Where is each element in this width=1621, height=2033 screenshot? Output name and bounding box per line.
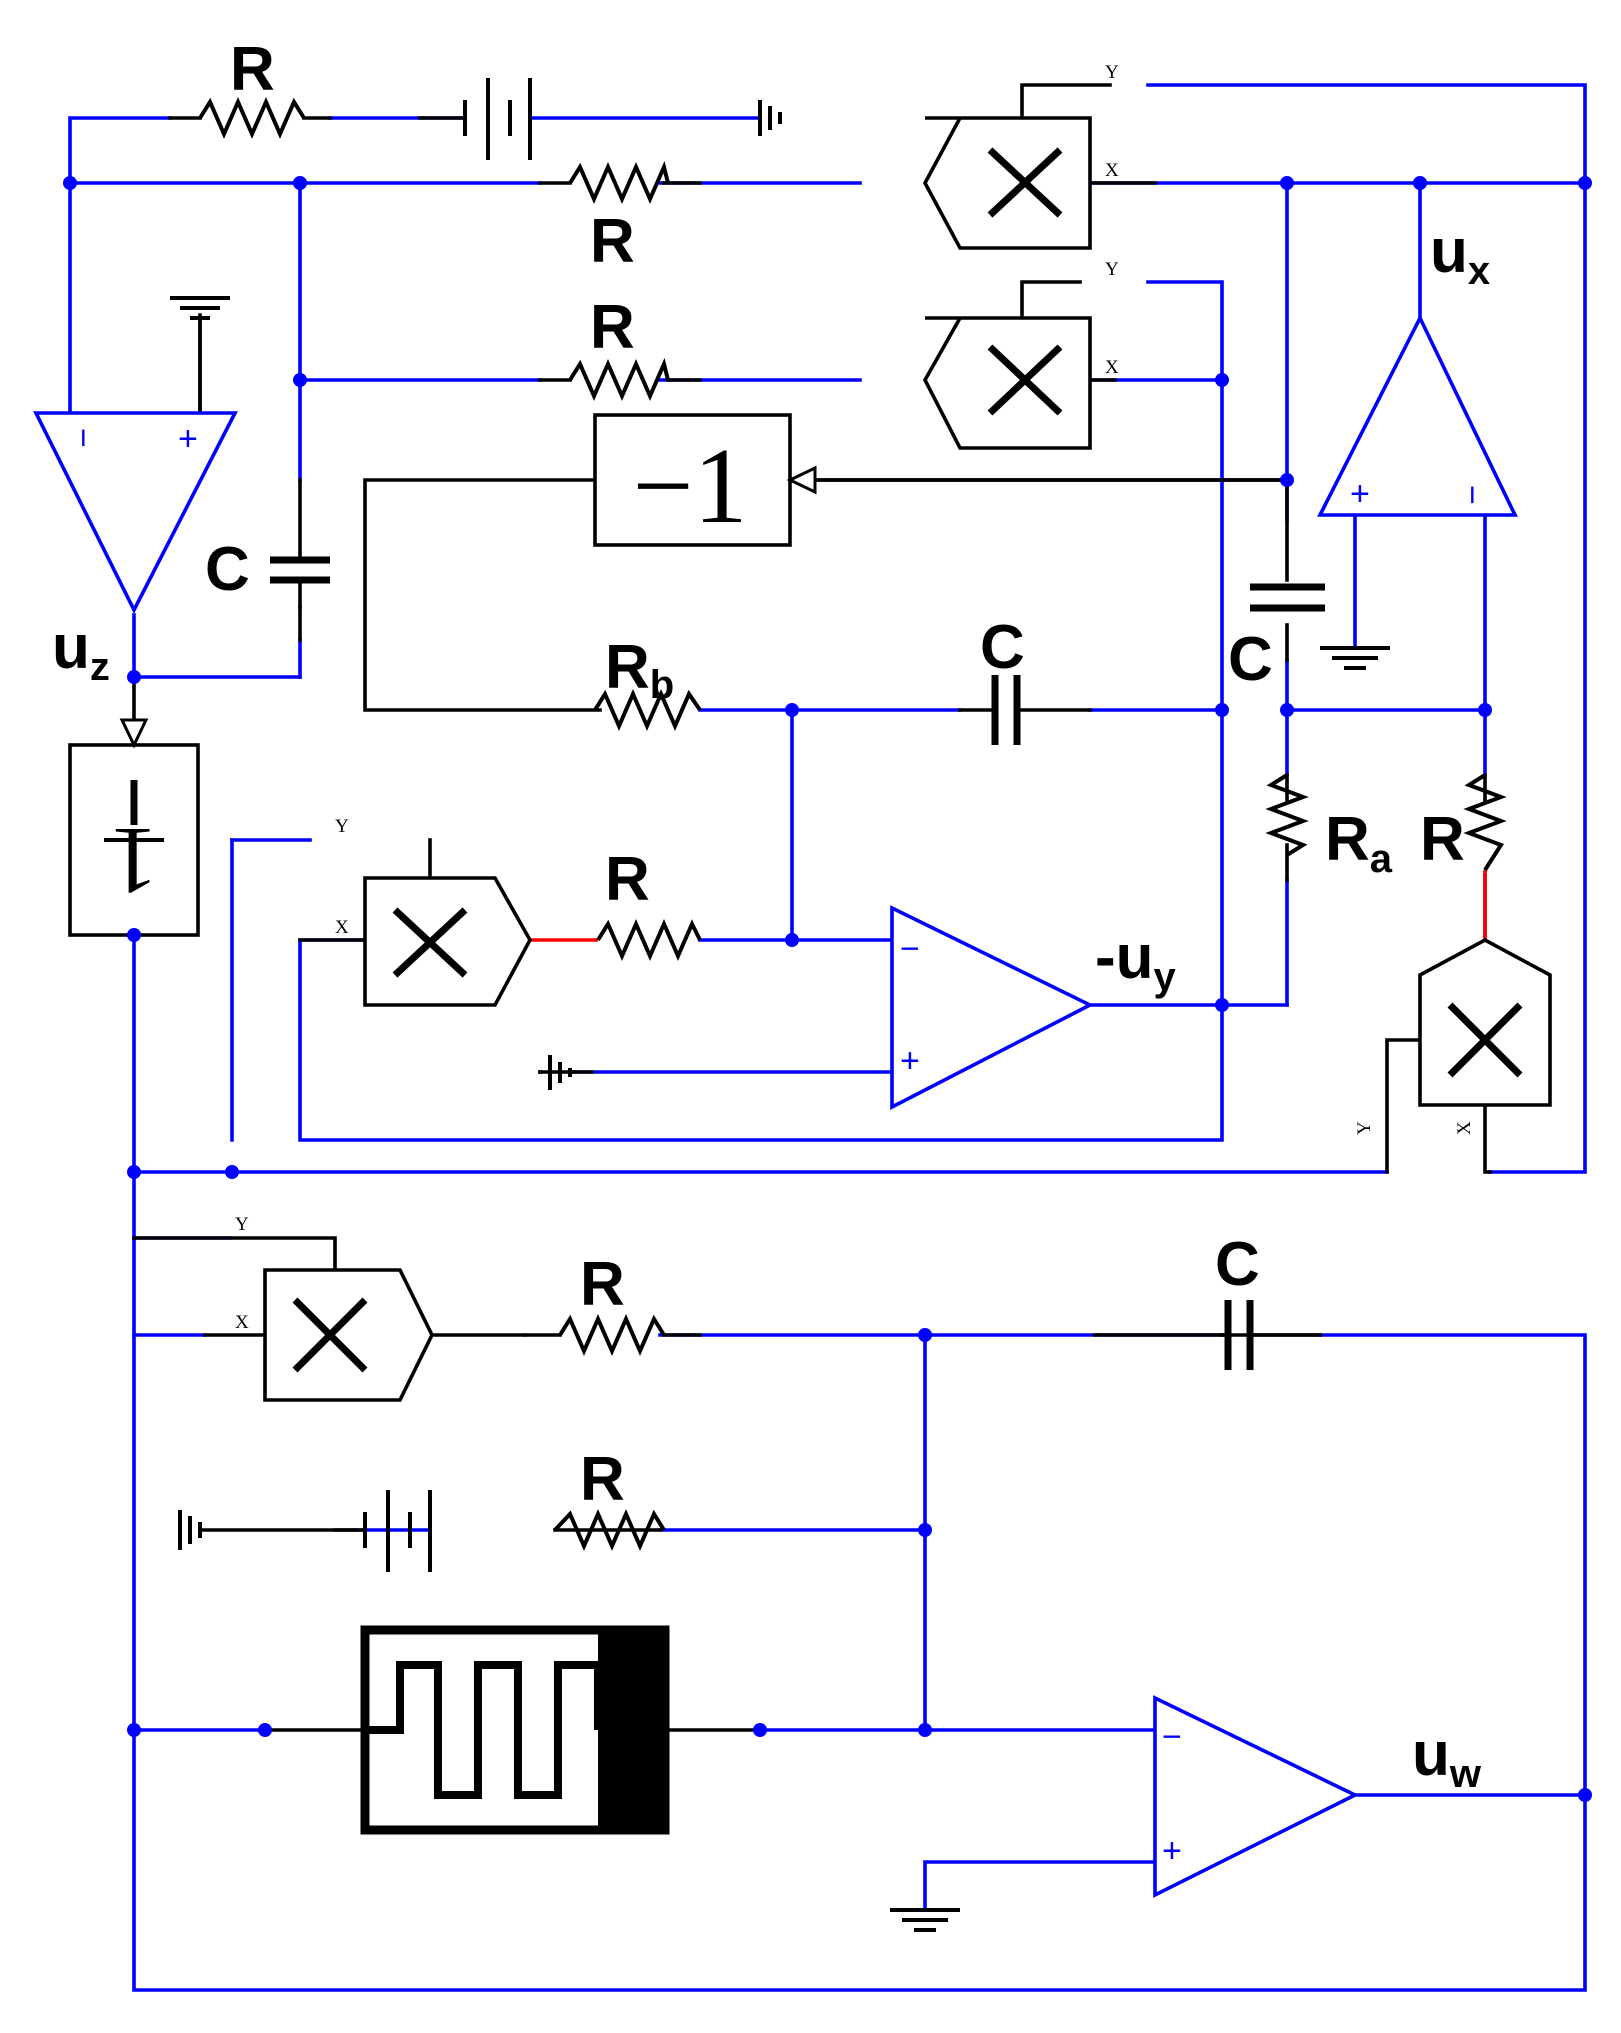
pin-label: Y: [1354, 1121, 1375, 1135]
ground-icon: [890, 1908, 960, 1932]
ux-label: ux: [1430, 217, 1490, 293]
pin-label: Y: [1105, 259, 1119, 280]
plus-sign: +: [900, 1042, 920, 1080]
junction-dots: [63, 176, 1592, 1802]
capacitor-label: C: [205, 535, 250, 604]
resistor-top: [168, 97, 332, 139]
ground-icon: [548, 1055, 572, 1090]
capacitor-label: C: [980, 613, 1025, 682]
resistor-r1: [538, 160, 702, 204]
capacitor-left: [270, 556, 330, 609]
opamp-uw: − +: [1153, 1695, 1360, 1898]
capacitor-label: C: [1215, 1230, 1260, 1299]
memristor: [360, 1625, 670, 1835]
capacitor-bottom: [1220, 1300, 1322, 1370]
minus-sign: −: [1453, 485, 1491, 505]
multiplier-1: Y X: [922, 62, 1119, 250]
plus-sign: +: [178, 420, 198, 458]
multiplier-3: Y X: [335, 816, 533, 1007]
resistor-label: R: [590, 293, 635, 362]
pin-label: Y: [1105, 62, 1119, 83]
plus-sign: +: [1350, 475, 1370, 513]
pin-label: Y: [335, 816, 349, 837]
resistor-r3: [596, 919, 702, 961]
resistor-ra: [1265, 773, 1309, 857]
reciprocal-box: 1: [68, 675, 200, 937]
wires: [68, 83, 1587, 1992]
multiplier-2: Y X: [922, 259, 1119, 450]
capacitor-right: [1250, 583, 1325, 612]
resistor-label: R: [590, 207, 635, 276]
capacitor-mid: [958, 675, 1092, 745]
ground-icon: [178, 1510, 202, 1550]
pin-label: X: [1105, 357, 1119, 378]
resistor-label: R: [580, 1250, 625, 1319]
opamp-uy: − +: [890, 905, 1095, 1110]
ra-label: Ra: [1325, 805, 1393, 881]
minus-sign: −: [900, 930, 920, 968]
pin-label: X: [1454, 1121, 1475, 1135]
opamp-ux: + −: [1317, 313, 1518, 517]
resistor-r6: [553, 1509, 666, 1551]
resistor-label: R: [1420, 805, 1465, 874]
uz-label: uz: [52, 613, 110, 689]
resistor-rb: [593, 689, 702, 731]
resistor-label: R: [580, 1445, 625, 1514]
ground-icon: [1320, 646, 1390, 670]
inverter-box: −1: [593, 413, 1289, 547]
opamp-uz: − +: [33, 411, 238, 614]
multiplier-4: Y X: [1354, 937, 1552, 1135]
resistor-r2: [538, 357, 702, 401]
pin-label: X: [235, 1312, 249, 1333]
uw-label: uw: [1412, 1720, 1482, 1796]
resistor-r5: [523, 1314, 702, 1356]
battery-bottom: [333, 1490, 432, 1572]
pin-label: Y: [235, 1214, 249, 1235]
capacitor-label: C: [1228, 625, 1273, 694]
minus-sign: −: [64, 428, 102, 448]
resistor-label: R: [605, 845, 650, 914]
multiplier-5: Y X: [235, 1214, 435, 1402]
uy-label: -uy: [1095, 923, 1177, 999]
reciprocal-label: 1: [110, 808, 158, 915]
ground-icon: [170, 296, 230, 415]
component-labels: R R R R R R R C C C C Rb Ra ux -uy uz uw: [52, 35, 1490, 1796]
pin-label: X: [335, 917, 349, 938]
resistor-r4: [1463, 773, 1507, 872]
minus-sign: −: [1162, 1718, 1182, 1756]
plus-sign: +: [1162, 1832, 1182, 1870]
rb-label: Rb: [605, 633, 674, 707]
resistor-label: R: [230, 35, 275, 104]
inverter-label: −1: [633, 427, 748, 546]
battery-top: [418, 78, 532, 160]
pin-label: X: [1105, 160, 1119, 181]
ground-icon: [758, 100, 782, 136]
